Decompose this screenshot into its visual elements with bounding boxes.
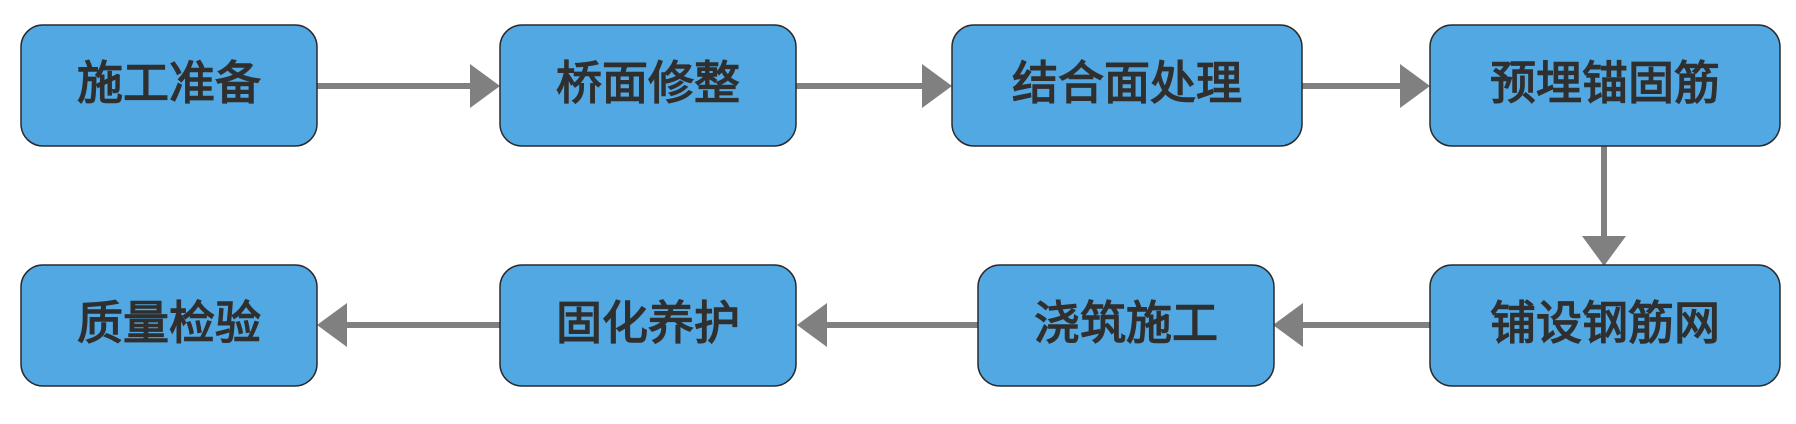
arrow-step5-to-step6 [1273, 303, 1430, 347]
step-node-7: 固化养护 [499, 264, 797, 387]
step-node-6: 浇筑施工 [977, 264, 1275, 387]
step-node-5: 铺设钢筋网 [1429, 264, 1781, 387]
step-label-2: 桥面修整 [556, 56, 740, 110]
step-label-7: 固化养护 [556, 296, 740, 350]
arrow-step3-to-step4 [1302, 64, 1430, 108]
step-label-3: 结合面处理 [1012, 56, 1242, 110]
arrow-step1-to-step2 [317, 64, 500, 108]
step-node-1: 施工准备 [20, 24, 318, 147]
step-node-8: 质量检验 [20, 264, 318, 387]
step-label-4: 预埋锚固筋 [1490, 56, 1720, 110]
step-label-1: 施工准备 [77, 56, 262, 110]
step-node-4: 预埋锚固筋 [1429, 24, 1781, 147]
arrow-step4-to-step5 [1582, 146, 1626, 266]
step-node-2: 桥面修整 [499, 24, 797, 147]
step-node-3: 结合面处理 [951, 24, 1303, 147]
arrow-step7-to-step8 [317, 303, 500, 347]
arrow-step6-to-step7 [797, 303, 978, 347]
step-label-6: 浇筑施工 [1034, 296, 1218, 350]
step-label-5: 铺设钢筋网 [1490, 296, 1720, 350]
step-label-8: 质量检验 [77, 296, 261, 350]
arrow-step2-to-step3 [796, 64, 952, 108]
